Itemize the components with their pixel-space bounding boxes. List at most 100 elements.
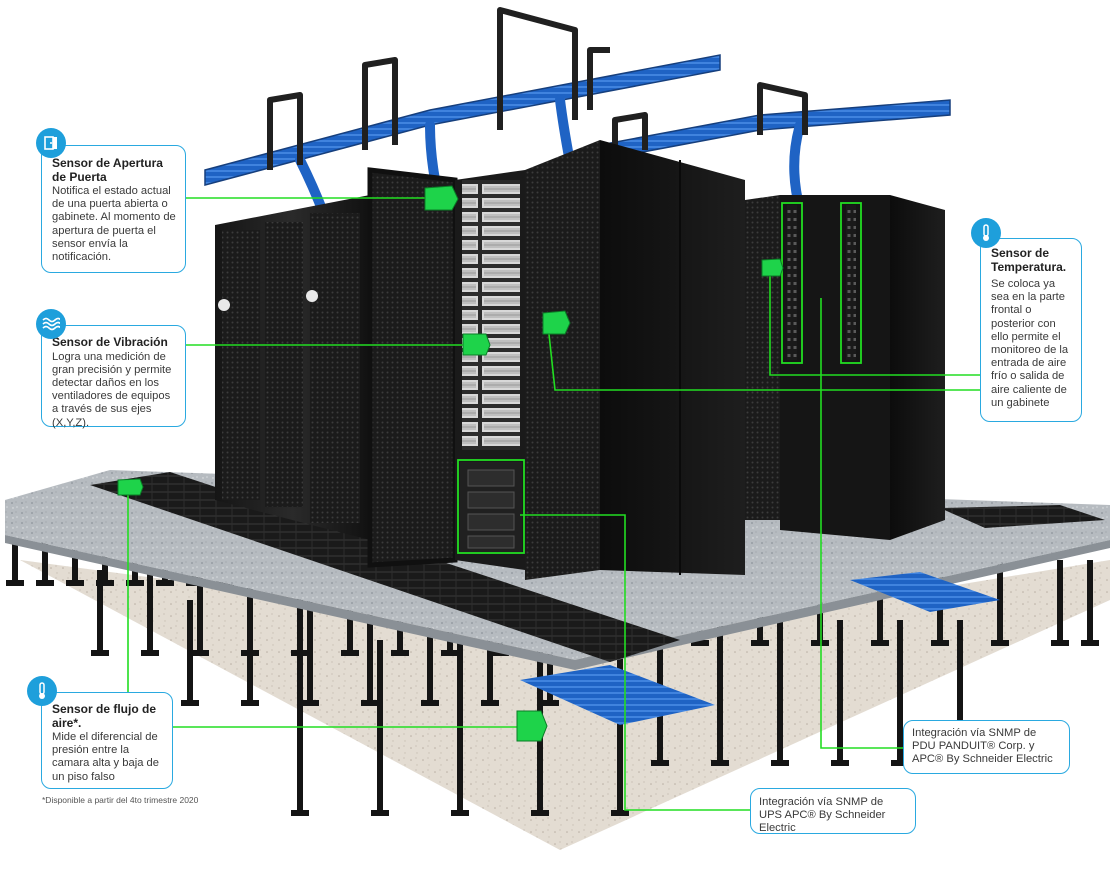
- floor-pedestal: [1087, 560, 1093, 640]
- floor-pedestal-base: [66, 580, 84, 586]
- floor-pedestal-base: [811, 640, 829, 646]
- door-sensor-marker: [424, 185, 459, 211]
- rack-main-servers: [455, 140, 745, 580]
- vibration-sensor-callout: Sensor de Vibración Logra una medición d…: [41, 325, 186, 429]
- floor-pedestal-base: [371, 810, 389, 816]
- pdu-integration-callout: Integración vía SNMP de PDU PANDUIT® Cor…: [903, 720, 1070, 774]
- floor-pedestal-base: [91, 650, 109, 656]
- underfloor-cable-trays: [520, 572, 1000, 725]
- floor-pedestal-base: [6, 580, 24, 586]
- floor-pedestal-base: [391, 650, 409, 656]
- floor-pedestal-base: [481, 700, 499, 706]
- floor-grate-walkway: [90, 472, 680, 662]
- floor-pedestal-base: [711, 760, 729, 766]
- vibration-sensor-marker-b: [542, 310, 571, 335]
- floor-pedestal-base: [451, 810, 469, 816]
- rack-row-right: [745, 195, 945, 540]
- door-icon: [36, 128, 66, 158]
- door-sensor-title: Sensor de Apertura de Puerta: [52, 156, 163, 184]
- sensor-markers: [117, 185, 784, 742]
- floor-pedestal-base: [1051, 640, 1069, 646]
- floor-pedestal: [297, 570, 303, 650]
- floor-pedestal-base: [96, 580, 114, 586]
- floor-pedestal-base: [441, 650, 459, 656]
- airflow-sensor-marker: [516, 710, 548, 742]
- floor-pedestal-base: [931, 640, 949, 646]
- floor-pedestal: [777, 620, 783, 760]
- floor-pedestal-base: [191, 650, 209, 656]
- temperature-sensor-description: Se coloca ya sea en la parte frontal o p…: [991, 278, 1069, 409]
- floor-pedestal-base: [291, 810, 309, 816]
- overhead-support-frames: [267, 7, 808, 170]
- floor-pedestal: [42, 540, 48, 580]
- floor-pedestal: [247, 600, 253, 700]
- ups-integration-text: Integración vía SNMP de UPS APC® By Schn…: [759, 796, 886, 835]
- rack-row-left: [215, 195, 370, 540]
- floor-pedestal-base: [751, 640, 769, 646]
- floor-pedestal: [297, 640, 303, 810]
- floor-pedestal-base: [1081, 640, 1099, 646]
- floor-pedestal: [457, 640, 463, 810]
- rack-open-door: [367, 167, 458, 568]
- floor-pedestal: [957, 620, 963, 760]
- floor-pedestal: [367, 600, 373, 700]
- floor-pedestal: [717, 620, 723, 760]
- floor-pedestal-base: [871, 640, 889, 646]
- availability-footnote: *Disponible a partir del 4to trimestre 2…: [42, 795, 199, 805]
- temperature-sensor-callout: Sensor de Temperatura. Se coloca ya sea …: [980, 238, 1082, 422]
- floor-pedestal-base: [531, 810, 549, 816]
- airflow-sensor-description: Mide el diferencial de presión entre la …: [52, 731, 159, 783]
- highlight-boxes: [457, 202, 862, 554]
- floor-pedestal-base: [126, 580, 144, 586]
- floor-pedestal: [897, 620, 903, 760]
- pdu-integration-text: Integración vía SNMP de PDU PANDUIT® Cor…: [912, 727, 1053, 766]
- floor-pedestal-base: [341, 650, 359, 656]
- ups-integration-callout: Integración vía SNMP de UPS APC® By Schn…: [750, 788, 916, 834]
- airflow-sensor-callout: Sensor de flujo de aire*. Mide el difere…: [41, 692, 173, 789]
- floor-pedestal: [187, 600, 193, 700]
- floor-pedestal-base: [611, 810, 629, 816]
- floor-grate-right: [940, 505, 1105, 528]
- airflow-sensor-title: Sensor de flujo de aire*.: [52, 702, 157, 730]
- door-sensor-callout: Sensor de Apertura de Puerta Notifica el…: [41, 145, 186, 273]
- floor-pedestal-base: [241, 700, 259, 706]
- floor-pedestal-base: [771, 760, 789, 766]
- floor-pedestal-base: [991, 640, 1009, 646]
- floor-pedestal: [147, 570, 153, 650]
- floor-pedestal: [427, 600, 433, 700]
- floor-pedestal-base: [36, 580, 54, 586]
- temperature-sensor-title: Sensor de Temperatura.: [991, 246, 1067, 274]
- temperature-sensor-marker: [761, 258, 784, 277]
- pdu-highlight-box-left: [781, 202, 803, 364]
- pdu-leader-line: [820, 298, 908, 749]
- floor-pedestal: [1057, 560, 1063, 640]
- vibration-sensor-description: Logra una medición de gran precisión y p…: [52, 350, 172, 429]
- floor-pedestal-base: [891, 760, 909, 766]
- floor-pedestal-base: [691, 640, 709, 646]
- floor-pedestal: [72, 540, 78, 580]
- floor-pedestal: [377, 640, 383, 810]
- temperature-leader-line-b: [769, 270, 980, 376]
- floor-pedestal: [197, 570, 203, 650]
- floor-pedestal: [307, 600, 313, 700]
- ups-leader-line: [520, 514, 750, 811]
- floor-pedestal-base: [541, 700, 559, 706]
- door-sensor-description: Notifica el estado actual de una puerta …: [52, 185, 176, 264]
- vibration-sensor-marker: [462, 333, 491, 356]
- thermometer-icon: [27, 676, 57, 706]
- vibration-sensor-title: Sensor de Vibración: [52, 335, 168, 349]
- thermometer-icon: [971, 218, 1001, 248]
- floor-pedestal-base: [361, 700, 379, 706]
- vibration-waves-icon: [36, 309, 66, 339]
- floor-pedestal: [837, 620, 843, 760]
- floor-pedestal-base: [831, 760, 849, 766]
- floor-pedestal: [12, 540, 18, 580]
- floor-pedestal-base: [141, 650, 159, 656]
- pdu-highlight-box-right: [840, 202, 862, 364]
- temperature-leader-line-a: [547, 324, 980, 391]
- airflow-sensor-marker-top: [117, 478, 144, 496]
- floor-pedestal-base: [156, 580, 174, 586]
- floor-pedestal-base: [651, 760, 669, 766]
